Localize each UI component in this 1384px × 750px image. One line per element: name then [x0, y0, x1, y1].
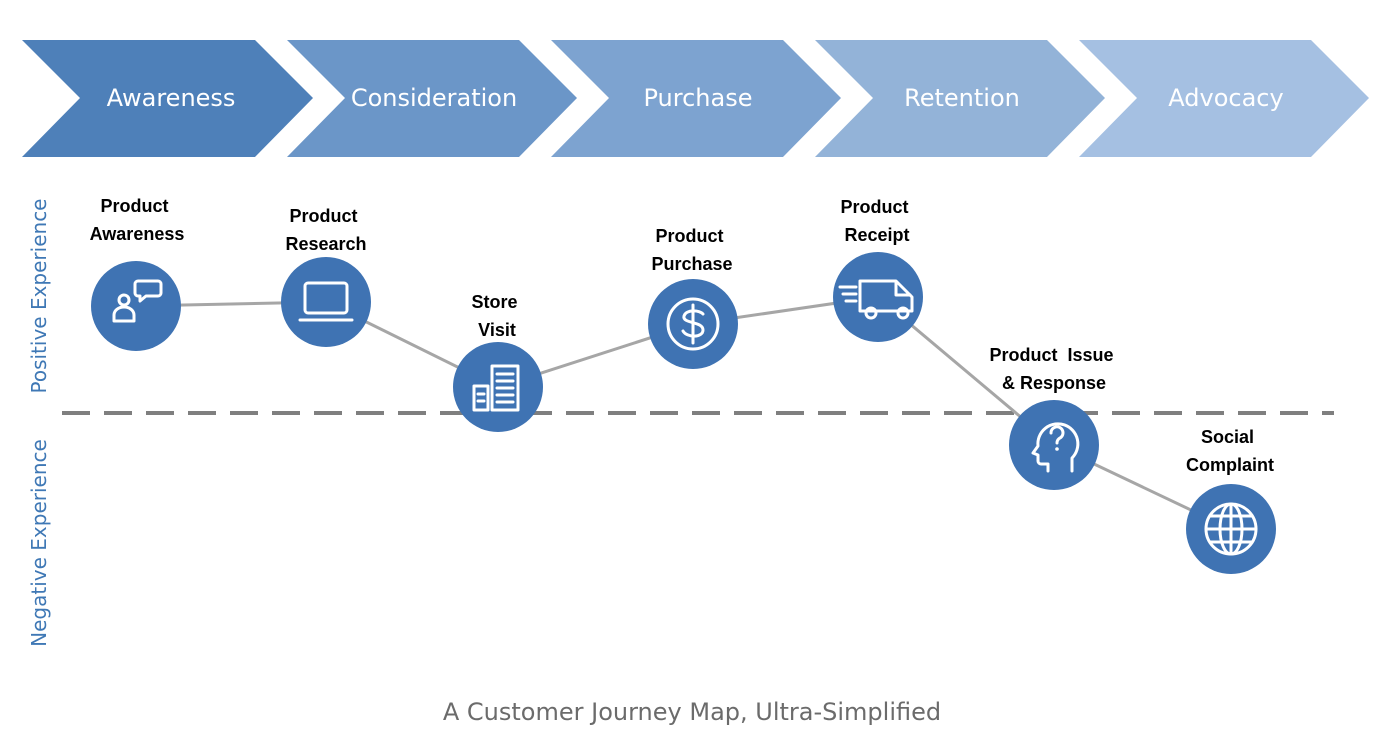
touchpoint-label-line: Awareness [90, 224, 185, 244]
stage-awareness: Awareness [22, 40, 313, 157]
touchpoint-label-line: Purchase [651, 254, 732, 274]
touchpoint-node [91, 261, 181, 351]
stage-purchase-label: Purchase [644, 84, 753, 112]
stage-advocacy-label: Advocacy [1168, 84, 1283, 112]
negative-experience-label: Negative Experience [27, 439, 51, 647]
touchpoint-label: Product Issue & Response [989, 345, 1118, 393]
stage-purchase: Purchase [551, 40, 841, 157]
positive-experience-label: Positive Experience [27, 199, 51, 394]
touchpoint-product-issue-response: Product Issue & Response [989, 345, 1118, 490]
touchpoint-label-line: Product Issue [989, 345, 1113, 365]
stage-awareness-shape [22, 40, 313, 157]
stage-retention: Retention [815, 40, 1105, 157]
touchpoint-label-line: Complaint [1186, 455, 1274, 475]
touchpoint-label-line: Product [655, 226, 723, 246]
touchpoint-label: Product Research [285, 206, 366, 254]
stage-advocacy: Advocacy [1079, 40, 1369, 157]
building-icon [472, 364, 520, 412]
touchpoint-product-awareness: Product Awareness [90, 196, 185, 351]
touchpoint-label-line: Product [100, 196, 168, 216]
touchpoint-label-line: Research [285, 234, 366, 254]
touchpoint-store-visit: Store Visit [453, 292, 543, 432]
stage-awareness-label: Awareness [107, 84, 236, 112]
touchpoint-label-line: Receipt [844, 225, 909, 245]
touchpoint-product-receipt: Product Receipt [833, 197, 923, 342]
stage-consideration: Consideration [287, 40, 577, 157]
stage-banner: Awareness Consideration Purchase Retenti… [22, 40, 1369, 157]
head-question-icon [1031, 422, 1080, 473]
stage-consideration-label: Consideration [351, 84, 517, 112]
touchpoint-product-research: Product Research [281, 206, 371, 347]
touchpoint-label-line: Visit [478, 320, 516, 340]
touchpoint-label-line: Product [289, 206, 357, 226]
figure-caption: A Customer Journey Map, Ultra-Simplified [443, 698, 941, 726]
touchpoint-social-complaint: Social Complaint [1186, 427, 1276, 574]
touchpoint-label-line: & Response [1002, 373, 1106, 393]
touchpoint-label: Product Receipt [840, 197, 913, 245]
touchpoint-label-line: Social [1201, 427, 1254, 447]
stage-retention-shape [815, 40, 1105, 157]
touchpoint-node [1009, 400, 1099, 490]
stage-advocacy-shape [1079, 40, 1369, 157]
globe-icon [1204, 502, 1258, 556]
touchpoint-label: Product Purchase [651, 226, 732, 274]
laptop-icon [298, 281, 354, 322]
touchpoint-label-line: Product [840, 197, 908, 217]
touchpoint-label: Social Complaint [1186, 427, 1274, 475]
touchpoint-label: Product Awareness [90, 196, 185, 244]
stage-consideration-shape [287, 40, 577, 157]
touchpoint-label-line: Store [471, 292, 517, 312]
touchpoint-node [833, 252, 923, 342]
touchpoint-node [281, 257, 371, 347]
dollar-icon [666, 297, 720, 351]
stage-retention-label: Retention [904, 84, 1020, 112]
touchpoint-product-purchase: Product Purchase [648, 226, 738, 369]
stage-purchase-shape [551, 40, 841, 157]
delivery-truck-icon [838, 279, 914, 320]
touchpoint-label: Store Visit [471, 292, 522, 340]
speech-person-icon [112, 279, 163, 323]
